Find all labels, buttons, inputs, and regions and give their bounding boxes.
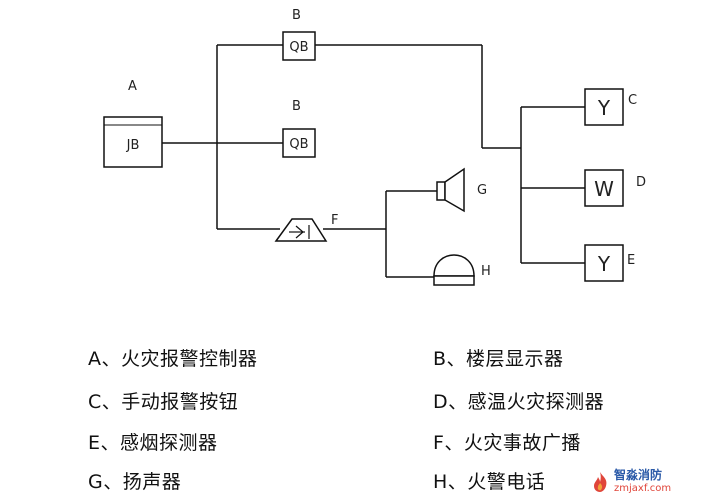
floor-display-top: QB [282, 31, 316, 61]
fire-telephone-icon [433, 254, 475, 286]
controller-jb: JB [103, 116, 163, 168]
watermark-url: zmjaxf.com [614, 483, 672, 494]
manual-button-bottom: Y [584, 244, 624, 282]
legend-item-f: F、火灾事故广播 [433, 432, 581, 454]
label-d: D [636, 175, 646, 190]
label-c: C [628, 93, 637, 108]
manual-button-top-symbol: Y [597, 96, 611, 120]
label-b-mid: B [292, 99, 301, 114]
floor-display-mid: QB [282, 128, 316, 158]
heat-detector: W [584, 169, 624, 207]
label-f: F [331, 213, 338, 228]
legend-item-c: C、手动报警按钮 [88, 391, 239, 413]
label-h: H [481, 264, 491, 279]
manual-button-bottom-symbol: Y [597, 252, 611, 276]
flame-logo-icon [594, 472, 607, 492]
label-g: G [477, 183, 487, 198]
speaker-icon [436, 167, 465, 213]
legend-item-b: B、楼层显示器 [433, 348, 564, 370]
floor-display-mid-label: QB [289, 137, 308, 152]
wiring [162, 44, 585, 278]
label-b-top: B [292, 8, 301, 23]
legend-item-g: G、扬声器 [88, 471, 182, 493]
legend-item-h: H、火警电话 [433, 471, 546, 493]
manual-button-top: Y [584, 88, 624, 126]
legend-item-d: D、感温火灾探测器 [433, 391, 605, 413]
watermark-name: 智淼消防 [614, 468, 663, 482]
legend-item-e: E、感烟探测器 [88, 432, 218, 454]
heat-detector-symbol: W [594, 177, 614, 201]
controller-label: JB [126, 138, 140, 153]
label-a: A [128, 79, 137, 94]
broadcast-amplifier-icon [274, 218, 328, 242]
floor-display-top-label: QB [289, 40, 308, 55]
label-e: E [627, 253, 635, 268]
watermark: 智淼消防 zmjaxf.com [588, 462, 698, 502]
legend-item-a: A、火灾报警控制器 [88, 348, 258, 370]
